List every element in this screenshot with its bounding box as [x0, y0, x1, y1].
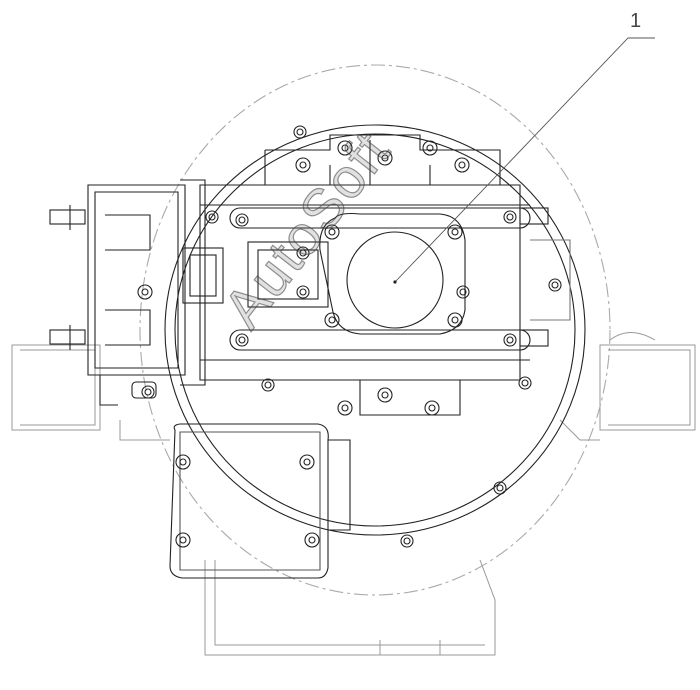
leader-dot [393, 280, 397, 284]
lower-cover-plate [169, 423, 351, 579]
left-valve-block [49, 179, 224, 406]
flange-bolts [141, 125, 562, 548]
right-connectors [519, 207, 571, 347]
main-flange [139, 64, 611, 596]
callout-label: 1 [630, 10, 642, 32]
rear-housing-outline [11, 332, 696, 656]
cover-bolts [205, 140, 532, 416]
mounting-plate [319, 212, 466, 335]
leader-line [394, 37, 655, 283]
